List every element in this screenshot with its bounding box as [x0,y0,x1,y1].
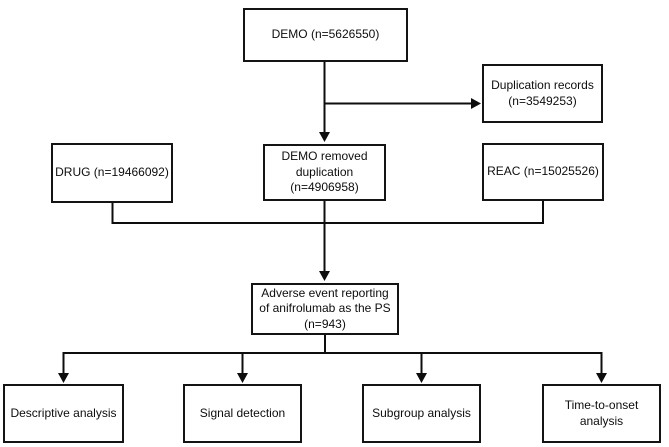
arrowhead-removed-to-adverse [319,271,330,281]
node-descriptive-analysis: Descriptive analysis [3,384,124,443]
node-subgroup-analysis: Subgroup analysis [362,384,481,443]
node-signal-detection: Signal detection [183,384,302,443]
node-demo: DEMO (n=5626550) [243,8,408,62]
arrowhead-subgroup [416,373,427,383]
node-adverse-event-reporting: Adverse event reporting of anifrolumab a… [251,283,399,335]
arrowhead-signal [237,373,248,383]
arrowhead-tto [596,373,607,383]
node-time-to-onset-analysis: Time-to-onset analysis [542,384,661,443]
arrowhead-demo-to-duplication [471,98,481,109]
node-duplication-records: Duplication records (n=3549253) [482,64,603,123]
node-drug: DRUG (n=19466092) [51,143,173,203]
node-reac: REAC (n=15025526) [482,143,604,201]
arrowhead-demo-to-removed [319,132,330,142]
node-demo-removed-duplication: DEMO removed duplication (n=4906958) [263,144,386,201]
arrowhead-descriptive [58,373,69,383]
